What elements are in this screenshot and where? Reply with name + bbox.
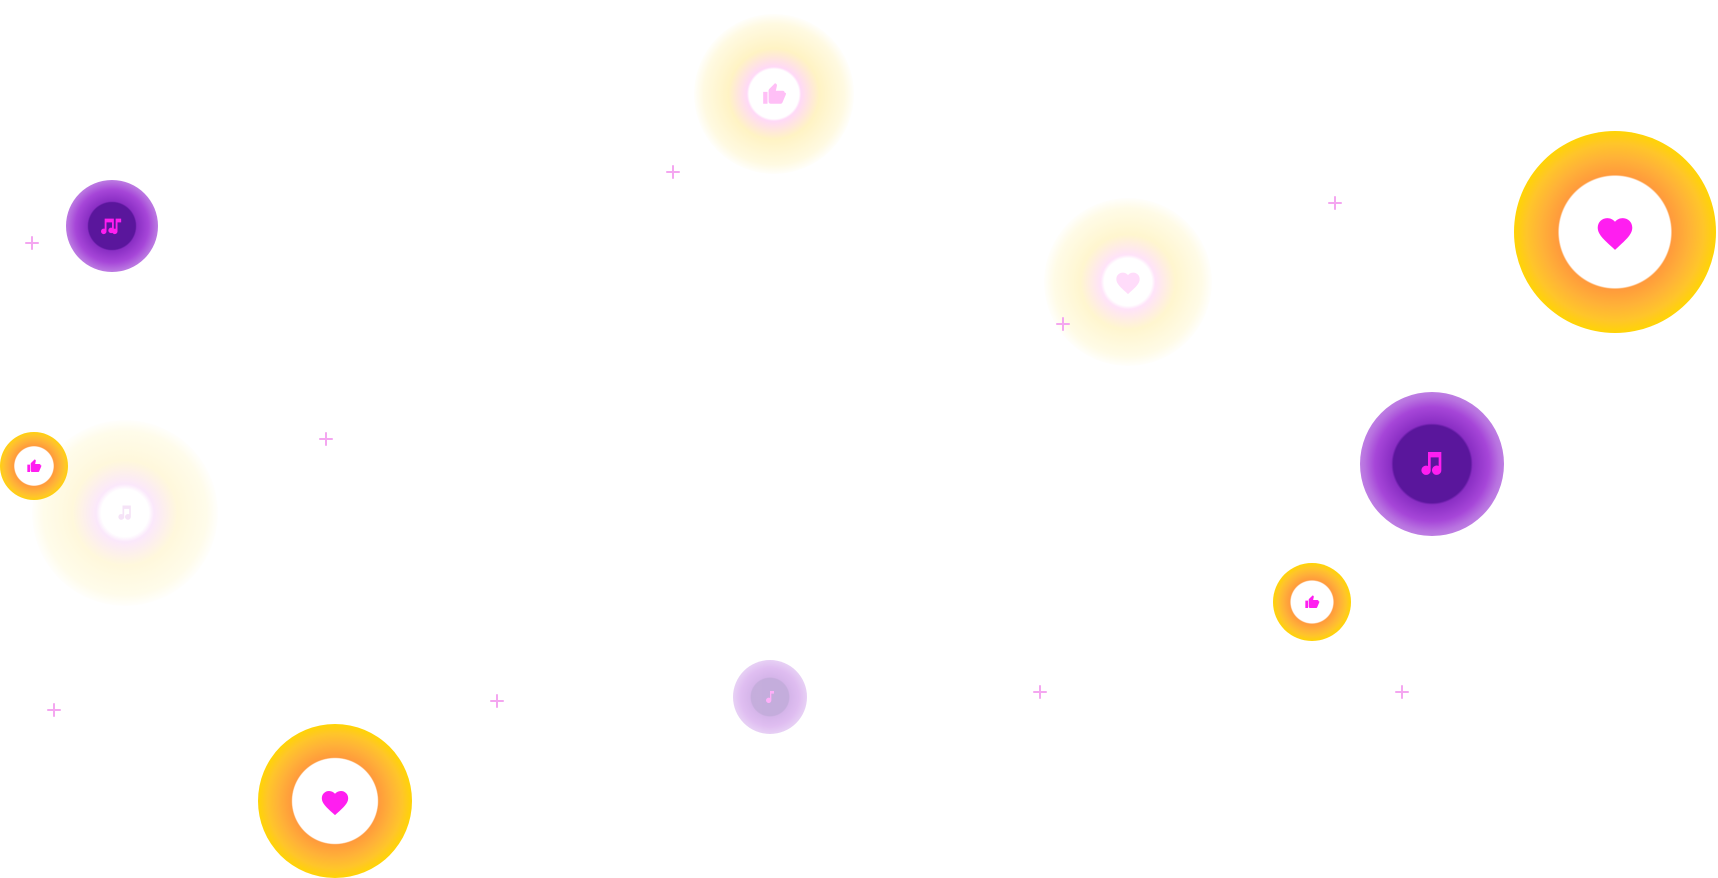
thumbs-up-icon <box>763 83 786 104</box>
sparkle-icon <box>666 165 680 179</box>
like-reaction-bubble[interactable] <box>1273 563 1351 641</box>
music-notes-icon <box>101 218 122 235</box>
heart-reaction-bubble-large[interactable] <box>1514 131 1716 333</box>
music-reaction-bubble-faded[interactable] <box>733 660 807 734</box>
music-reaction-bubble-large[interactable] <box>1360 392 1504 536</box>
sparkle-icon <box>1395 685 1409 699</box>
music-reaction-bubble[interactable] <box>66 180 158 272</box>
thumbs-up-icon <box>27 459 42 472</box>
sparkle-icon <box>1056 317 1070 331</box>
heart-reaction-bubble[interactable] <box>258 724 412 878</box>
sparkle-icon <box>25 236 39 250</box>
heart-icon <box>321 790 349 815</box>
sparkle-icon <box>47 703 61 717</box>
music-note-icon <box>1421 452 1442 475</box>
heart-icon-badge <box>305 771 365 831</box>
fading-glow-heart <box>1044 198 1212 366</box>
heart-icon <box>1116 272 1140 295</box>
heart-icon <box>1597 218 1633 250</box>
sparkle-icon <box>319 432 333 446</box>
sparkle-icon <box>490 694 504 708</box>
music-note-icon <box>766 691 774 704</box>
sparkle-icon <box>1328 196 1342 210</box>
fading-glow-like <box>694 14 854 174</box>
heart-icon-badge <box>1576 193 1654 271</box>
thumbs-up-icon <box>1305 595 1320 608</box>
like-reaction-bubble[interactable] <box>0 432 68 500</box>
sparkle-icon <box>1033 685 1047 699</box>
music-notes-icon <box>118 505 131 520</box>
